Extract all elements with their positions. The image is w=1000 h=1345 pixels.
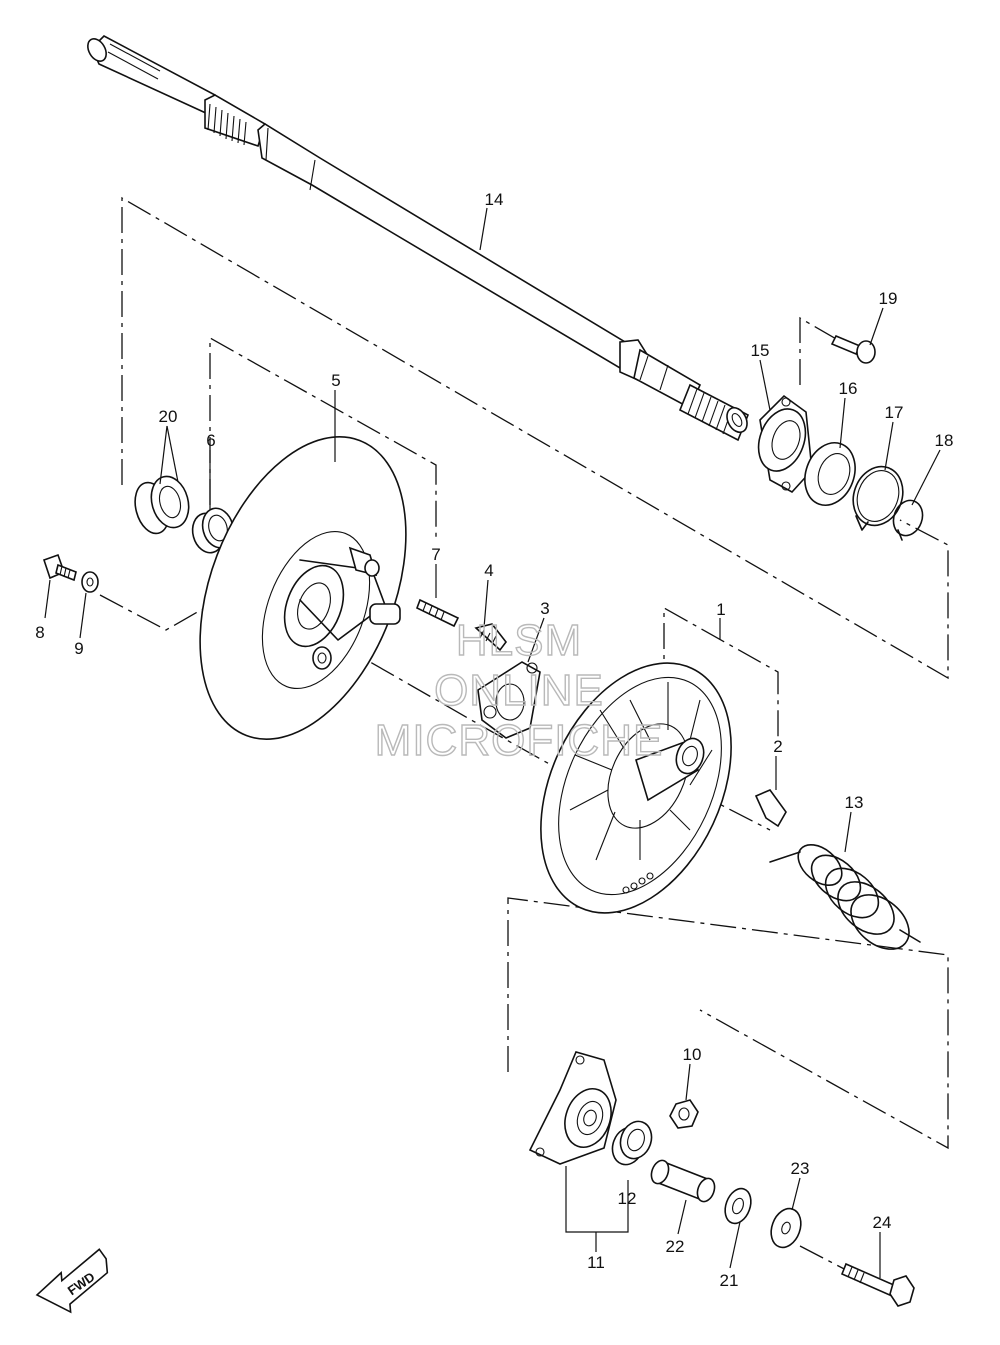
fwd-direction-badge: FWD (35, 1248, 109, 1314)
callout-6: 6 (206, 431, 215, 450)
callout-17: 17 (885, 403, 904, 422)
callout-labels: 14 19 15 16 17 18 5 20 6 7 4 3 1 8 9 2 1… (35, 190, 953, 1290)
callout-2: 2 (773, 737, 782, 756)
callout-20: 20 (159, 407, 178, 426)
washer-23 (770, 1207, 802, 1249)
callout-13: 13 (845, 793, 864, 812)
nut-10 (669, 1099, 699, 1129)
callout-8: 8 (35, 623, 44, 642)
stud-7 (415, 598, 460, 628)
stud-4 (474, 623, 508, 652)
seal-ring (134, 475, 190, 535)
slider-2 (754, 789, 787, 828)
bush-12 (611, 1120, 653, 1166)
callout-24: 24 (873, 1213, 892, 1232)
watermark-line-2: ONLINE (434, 666, 604, 715)
callout-11: 11 (587, 1253, 605, 1272)
callout-7: 7 (431, 545, 440, 564)
callout-12: 12 (618, 1189, 637, 1208)
collar-22 (650, 1159, 716, 1203)
callout-19: 19 (879, 289, 898, 308)
bolt-24 (840, 1262, 915, 1307)
callout-5: 5 (331, 371, 340, 390)
callout-1: 1 (716, 600, 725, 619)
callout-18: 18 (935, 431, 954, 450)
callout-10: 10 (683, 1045, 702, 1064)
callout-9: 9 (74, 639, 83, 658)
callout-15: 15 (751, 341, 770, 360)
leader-lines (44, 207, 941, 1278)
sliding-sheave (540, 662, 732, 914)
cam-assembly (528, 1051, 617, 1165)
watermark-line-3: MICROFICHE (375, 716, 664, 765)
callout-16: 16 (839, 379, 858, 398)
callout-23: 23 (791, 1159, 810, 1178)
watermark: HLSM ONLINE MICROFICHE (374, 615, 664, 765)
callout-21: 21 (720, 1271, 739, 1290)
washer-21 (724, 1187, 752, 1225)
bolt-8 (42, 553, 77, 582)
callout-14: 14 (485, 190, 504, 209)
driven-shaft (87, 35, 750, 442)
callout-3: 3 (540, 599, 549, 618)
circlip-18 (892, 499, 924, 541)
callout-22: 22 (666, 1237, 685, 1256)
callout-4: 4 (484, 561, 493, 580)
bolt-19 (830, 334, 876, 364)
torque-spring (769, 843, 921, 950)
fixed-sheave (199, 436, 407, 740)
washer-9 (81, 571, 99, 593)
guide-plate (477, 661, 541, 739)
watermark-line-1: HLSM (456, 616, 582, 665)
